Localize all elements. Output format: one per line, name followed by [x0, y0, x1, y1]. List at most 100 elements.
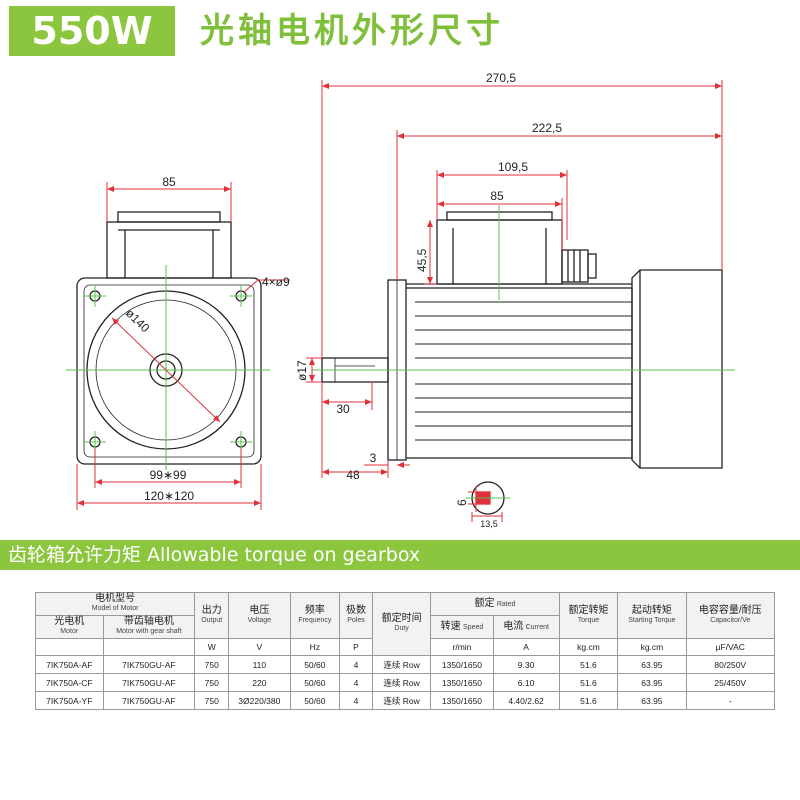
- dimension-drawing: 85 4×ø9 ø140 99∗99 120∗120: [66, 71, 735, 529]
- th-motor-en: Motor: [60, 628, 79, 635]
- dim-hole-spacing: 99∗99: [150, 468, 187, 482]
- cell-torque: 51.6: [558, 655, 619, 674]
- unit-voltage: V: [228, 638, 291, 656]
- section-header: 齿轮箱允许力矩 Allowable torque on gearbox: [0, 540, 800, 570]
- cell-poles: 4: [339, 673, 373, 692]
- th-torque-en: Torque: [577, 616, 600, 624]
- unit-frequency: Hz: [289, 638, 341, 656]
- th-torque: 额定转矩: [568, 604, 609, 616]
- th-rated-en: Rated: [496, 601, 516, 608]
- cell-gear-motor: 7IK750GU-AF: [102, 655, 196, 674]
- cell-starting-torque: 63.95: [617, 691, 687, 710]
- cell-current: 6.10: [492, 673, 560, 692]
- cell-voltage: 3Ø220/380: [228, 691, 291, 710]
- th-capacitor-en: Capacitor/Ve: [710, 616, 751, 624]
- th-model: 电机型号: [95, 593, 136, 604]
- dim-box-length: 109,5: [498, 160, 528, 174]
- side-view: [321, 211, 723, 515]
- th-voltage: 电压: [249, 604, 270, 616]
- cell-output: 750: [194, 691, 230, 710]
- th-starting-torque: 起动转矩: [631, 604, 672, 616]
- th-gear-motor: 带齿轴电机: [123, 616, 174, 627]
- th-motor: 光电机: [54, 616, 85, 627]
- cell-motor: 7IK750A-YF: [35, 691, 104, 710]
- th-poles-en: Poles: [347, 616, 365, 624]
- front-view: [76, 211, 262, 465]
- cell-frequency: 50/60: [289, 673, 341, 692]
- unit-current: A: [492, 638, 560, 656]
- th-capacitor: 电容容量/耐压: [698, 604, 762, 616]
- unit-speed: r/min: [430, 638, 494, 656]
- table-row: 7IK750A-CF 7IK750GU-AF 750 220 50/60 4 连…: [35, 673, 776, 692]
- dim-front-width: 85: [162, 175, 176, 189]
- dim-body-length: 222,5: [532, 121, 562, 135]
- dim-flange-thickness: 3: [370, 451, 377, 465]
- cell-current: 4.40/2.62: [492, 691, 560, 710]
- cell-capacitor: 25/450V: [685, 673, 776, 692]
- th-voltage-en: Voltage: [247, 616, 272, 624]
- cell-frequency: 50/60: [289, 691, 341, 710]
- th-current-en: Current: [525, 624, 549, 631]
- th-speed: 转速: [440, 621, 461, 632]
- dim-box-width: 85: [490, 189, 504, 203]
- cell-starting-torque: 63.95: [617, 655, 687, 674]
- unit-capacitor: μF/VAC: [685, 638, 776, 656]
- unit-starting-torque: kg.cm: [617, 638, 687, 656]
- page-title: 光轴电机外形尺寸: [200, 11, 504, 51]
- cell-motor: 7IK750A-CF: [35, 673, 104, 692]
- cell-voltage: 220: [228, 673, 291, 692]
- cell-current: 9.30: [492, 655, 560, 674]
- cell-speed: 1350/1650: [430, 655, 494, 674]
- cell-torque: 51.6: [558, 691, 619, 710]
- table-row: 7IK750A-AF 7IK750GU-AF 750 110 50/60 4 连…: [35, 655, 776, 674]
- cell-poles: 4: [339, 691, 373, 710]
- th-frequency-en: Frequency: [298, 616, 332, 624]
- dim-shaft-dia: ø17: [295, 360, 309, 381]
- cell-capacitor: -: [685, 691, 776, 710]
- th-rated: 额定: [474, 598, 495, 609]
- dim-total-length: 270,5: [486, 71, 516, 85]
- th-poles: 极数: [345, 604, 366, 616]
- cell-speed: 1350/1650: [430, 691, 494, 710]
- th-output: 出力: [201, 604, 222, 616]
- cell-speed: 1350/1650: [430, 673, 494, 692]
- cell-duty: 连续 Row: [371, 691, 432, 710]
- unit-output: W: [194, 638, 230, 656]
- cell-frequency: 50/60: [289, 655, 341, 674]
- cell-duty: 连续 Row: [371, 655, 432, 674]
- table-row: 7IK750A-YF 7IK750GU-AF 750 3Ø220/380 50/…: [35, 691, 776, 710]
- cell-voltage: 110: [228, 655, 291, 674]
- th-duty-en: Duty: [394, 625, 409, 632]
- th-starting-torque-en: Starting Torque: [628, 616, 676, 624]
- cell-gear-motor: 7IK750GU-AF: [102, 691, 196, 710]
- th-speed-en: Speed: [463, 624, 484, 631]
- cell-output: 750: [194, 673, 230, 692]
- dim-key-width: 6: [455, 499, 469, 506]
- unit-torque: kg.cm: [558, 638, 619, 656]
- th-current: 电流: [503, 621, 524, 632]
- dim-shaft-offset: 48: [346, 468, 360, 482]
- dim-holes: 4×ø9: [262, 275, 290, 289]
- th-gear-motor-en: Motor with gear shaft: [116, 628, 182, 635]
- cell-starting-torque: 63.95: [617, 673, 687, 692]
- dim-box-height: 45,5: [415, 248, 429, 272]
- th-frequency: 频率: [304, 604, 325, 616]
- cell-poles: 4: [339, 655, 373, 674]
- cell-torque: 51.6: [558, 673, 619, 692]
- unit-poles: P: [339, 638, 373, 656]
- th-output-en: Output: [201, 616, 223, 624]
- cell-capacitor: 80/250V: [685, 655, 776, 674]
- cell-duty: 连续 Row: [371, 673, 432, 692]
- cell-output: 750: [194, 655, 230, 674]
- dim-pcd: ø140: [123, 306, 153, 335]
- cell-gear-motor: 7IK750GU-AF: [102, 673, 196, 692]
- cell-motor: 7IK750A-AF: [35, 655, 104, 674]
- th-model-en: Model of Motor: [91, 605, 139, 612]
- power-badge: 550W: [9, 6, 175, 56]
- dim-flange: 120∗120: [144, 489, 194, 503]
- dim-shaft-length: 30: [336, 402, 350, 416]
- dim-key-depth: 13,5: [480, 519, 498, 529]
- th-duty: 额定时间: [381, 613, 422, 624]
